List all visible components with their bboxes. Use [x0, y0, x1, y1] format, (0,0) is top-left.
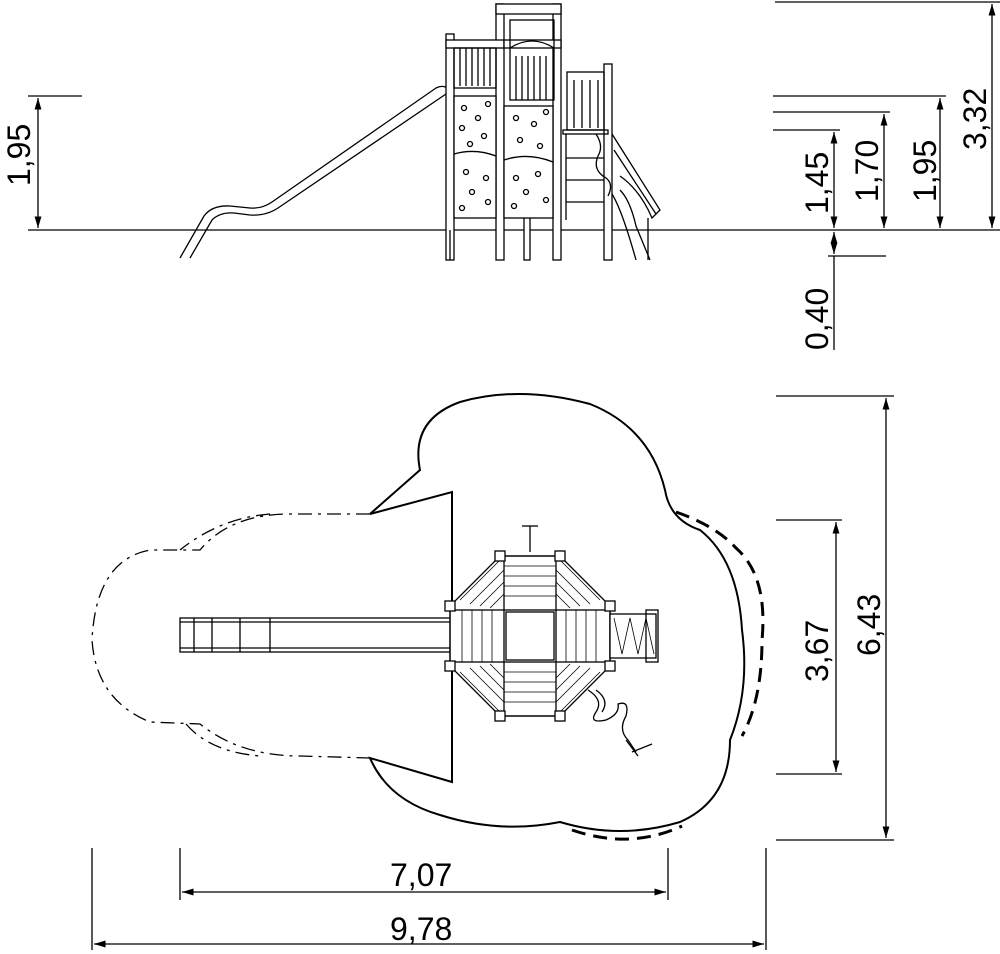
ladder-side — [562, 129, 661, 261]
dim-platform-mid-label: 1,70 — [849, 140, 885, 202]
dim-left-height: 1,95 — [1, 95, 82, 228]
slide-plan — [179, 617, 453, 653]
slide-runout-area — [91, 513, 371, 759]
plan-bottom-dimensions: 7,07 9,78 — [91, 848, 767, 950]
climbing-net-plan — [609, 609, 659, 663]
dim-plan-depth-outer-label: 6,43 — [851, 594, 887, 656]
dim-platform-low-label: 1,45 — [799, 152, 835, 214]
dim-total-height-label: 3,32 — [957, 88, 993, 150]
dim-plan-width-inner-label: 7,07 — [390, 857, 452, 893]
climbing-wall-panels — [453, 95, 554, 219]
dim-plan-depth-inner-label: 3,67 — [799, 620, 835, 682]
slide-side — [179, 85, 451, 259]
plan-view: 3,67 6,43 7,07 9,78 — [91, 393, 894, 950]
spiral-pole-plan — [587, 689, 653, 757]
dim-platform-high-label: 1,95 — [907, 140, 943, 202]
dim-left-height-label: 1,95 — [1, 124, 37, 186]
safety-area-outline — [368, 393, 746, 832]
tower-plan — [444, 525, 616, 722]
dim-foundation-label: 0,40 — [799, 288, 835, 350]
plan-right-dimensions: 3,67 6,43 — [776, 395, 894, 841]
dim-plan-width-outer-label: 9,78 — [390, 911, 452, 947]
tower-top-frame — [445, 3, 605, 131]
side-elevation-view: 1,95 — [1, 1, 1000, 350]
right-dimension-lines: 1,45 1,70 1,95 3,32 0,40 — [773, 1, 1000, 350]
